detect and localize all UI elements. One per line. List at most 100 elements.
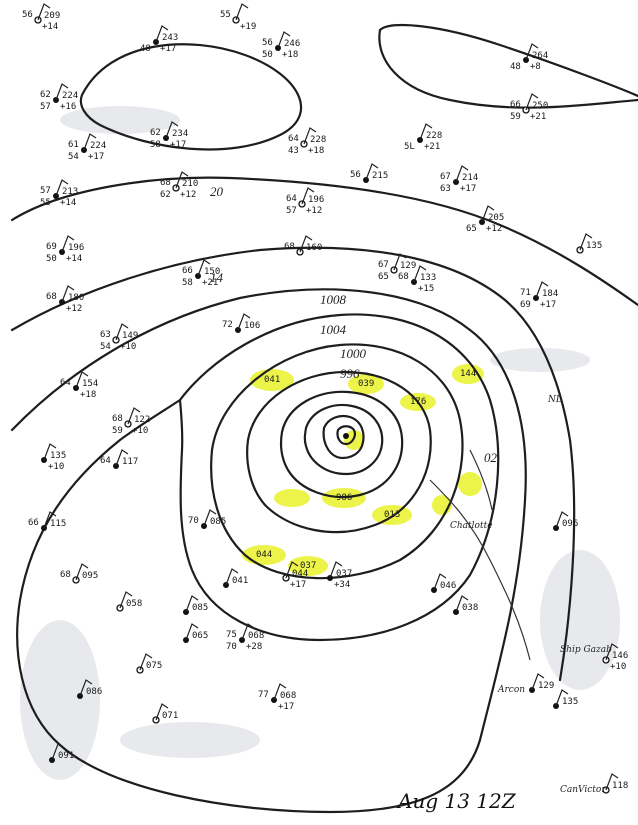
hl-value: 041 bbox=[264, 375, 280, 385]
station-temperature: 68 bbox=[112, 414, 123, 424]
station-dewpoint: 48 bbox=[140, 44, 151, 54]
highlighted-values: 041 039 176 144 986 013 044 037 bbox=[256, 369, 476, 571]
station-model: 065 bbox=[183, 623, 208, 643]
station-pressure: 196 bbox=[308, 195, 324, 205]
isobar-label-1004: 1004 bbox=[320, 322, 347, 337]
station-model: 038 bbox=[453, 595, 478, 615]
wind-barb bbox=[55, 179, 69, 197]
wind-barb bbox=[43, 511, 57, 529]
wind-barb bbox=[155, 703, 169, 721]
station-temperature: 75 bbox=[226, 630, 237, 640]
station-pressure: 037 bbox=[336, 569, 352, 579]
wind-barb bbox=[197, 259, 211, 277]
wind-barb bbox=[83, 133, 97, 151]
station-model: 146+10 bbox=[602, 643, 628, 672]
station-dewpoint: 50 bbox=[262, 50, 273, 60]
station-tendency: +10 bbox=[120, 342, 136, 352]
station-model: 135 bbox=[553, 689, 578, 709]
station-model: 058 bbox=[116, 591, 142, 612]
station-temperature: 66 bbox=[510, 100, 521, 110]
station-temperature: 64 bbox=[60, 378, 71, 388]
station-dewpoint: 55 bbox=[40, 198, 51, 208]
station-tendency: +14 bbox=[66, 254, 82, 264]
station-pressure: 117 bbox=[122, 457, 138, 467]
wind-barb bbox=[481, 205, 495, 223]
wind-barb bbox=[531, 673, 545, 691]
station-tendency: +21 bbox=[202, 278, 218, 288]
station-pressure: 085 bbox=[210, 517, 226, 527]
station-temperature: 56 bbox=[262, 38, 273, 48]
hl-value: 037 bbox=[300, 561, 316, 571]
station-tendency: +12 bbox=[66, 304, 82, 314]
station-dewpoint: 54 bbox=[68, 152, 79, 162]
wind-barb bbox=[535, 281, 549, 299]
station-dewpoint: 63 bbox=[440, 184, 451, 194]
wind-barb bbox=[365, 163, 379, 181]
station-dewpoint: 48 bbox=[510, 62, 521, 72]
station-tendency: +17 bbox=[460, 184, 476, 194]
station-pressure: 246 bbox=[284, 39, 300, 49]
hl-value: 176 bbox=[410, 397, 426, 407]
wind-barb bbox=[225, 568, 239, 586]
wind-barb bbox=[185, 623, 199, 641]
wind-barb bbox=[273, 683, 287, 701]
station-pressure: 160 bbox=[306, 243, 322, 253]
station-tendency: +19 bbox=[240, 22, 256, 32]
station-pressure: 135 bbox=[50, 451, 66, 461]
wind-barb bbox=[155, 25, 169, 43]
station-model: 046 bbox=[431, 573, 456, 593]
station-temperature: 68 bbox=[60, 570, 71, 580]
station-dewpoint: 54 bbox=[100, 342, 111, 352]
place-labels: NL Ship Gazab Chatlotte CanVictor Arcon bbox=[450, 395, 612, 795]
station-pressure: 210 bbox=[182, 179, 198, 189]
wind-barb bbox=[433, 573, 447, 591]
fronts bbox=[429, 449, 531, 661]
isobar-label-1000: 1000 bbox=[340, 346, 367, 361]
station-tendency: +12 bbox=[306, 206, 322, 216]
station-dewpoint: 65 bbox=[466, 224, 477, 234]
wind-barb bbox=[393, 253, 407, 271]
station-temperature: 66 bbox=[28, 518, 39, 528]
station-model: 118 bbox=[602, 773, 628, 794]
station-tendency: +21 bbox=[424, 142, 440, 152]
hl-value: 039 bbox=[358, 379, 374, 389]
wind-barb bbox=[75, 371, 89, 389]
isobar-label-996: 996 bbox=[340, 366, 360, 381]
station-tendency: +15 bbox=[418, 284, 434, 294]
place-label: Ship Gazab bbox=[560, 645, 612, 655]
station-pressure: 214 bbox=[462, 173, 478, 183]
wind-barb bbox=[61, 235, 75, 253]
station-pressure: 224 bbox=[62, 91, 78, 101]
wind-barb bbox=[455, 595, 469, 613]
station-pressure: 149 bbox=[122, 331, 138, 341]
wind-barb bbox=[37, 3, 51, 21]
station-temperature: 56 bbox=[350, 170, 361, 180]
station-temperature: 72 bbox=[222, 320, 233, 330]
station-temperature: 68 bbox=[46, 292, 57, 302]
wind-barb bbox=[605, 643, 619, 661]
station-dewpoint: 69 bbox=[520, 300, 531, 310]
station-tendency: +17 bbox=[278, 702, 294, 712]
place-label: CanVictor bbox=[560, 785, 606, 795]
isobar-label-20: 20 bbox=[210, 184, 224, 199]
wind-barb bbox=[139, 653, 153, 671]
station-model: 55+19 bbox=[220, 3, 256, 32]
station-dewpoint: 50 bbox=[46, 254, 57, 264]
station-tendency: +10 bbox=[132, 426, 148, 436]
